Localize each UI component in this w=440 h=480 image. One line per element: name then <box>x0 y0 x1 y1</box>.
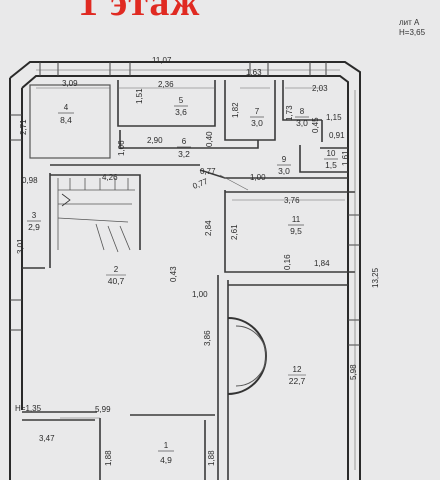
dim-label: 0,91 <box>329 131 345 140</box>
dim-label: 0,43 <box>169 266 178 282</box>
dim-label: 1,63 <box>246 68 262 77</box>
room-labels: 4 8,4 5 3,6 7 3,0 8 3,0 6 3,2 9 3,0 10 <box>27 96 338 465</box>
height-label: Н=3,65 <box>399 28 426 37</box>
dimension-lines <box>36 69 356 470</box>
dim-label: 1,88 <box>104 450 113 466</box>
dim-label: 0,77 <box>200 167 216 176</box>
dim-label: 1,82 <box>231 102 240 118</box>
dim-label: 1,00 <box>192 290 208 299</box>
dim-label: 3,47 <box>39 434 55 443</box>
room-12-number: 12 <box>293 365 302 374</box>
room-5-area: 3,6 <box>175 107 187 117</box>
dim-label: 1,00 <box>250 173 266 182</box>
room-11-number: 11 <box>292 215 301 224</box>
dim-label: 1,73 <box>285 105 294 121</box>
dim-label: 1,88 <box>207 450 216 466</box>
dim-label: 2,03 <box>312 84 328 93</box>
dim-label: 1,61 <box>341 150 350 166</box>
lit-label: лит А <box>399 18 420 27</box>
room-10-number: 10 <box>327 149 336 158</box>
window-marks <box>10 62 360 346</box>
room-8-number: 8 <box>300 107 305 116</box>
dim-label: 3,86 <box>203 330 212 346</box>
room-4-area: 8,4 <box>60 115 72 125</box>
room-2-area: 40,7 <box>108 276 125 286</box>
dim-label: 0,98 <box>22 176 38 185</box>
dim-label: 5,98 <box>349 364 358 380</box>
dim-label: 2,36 <box>158 80 174 89</box>
dim-label: 3,01 <box>16 238 25 254</box>
interior-walls <box>22 80 355 480</box>
room-11-area: 9,5 <box>290 226 302 236</box>
dim-label: 0,77 <box>191 176 209 190</box>
dim-label: 3,09 <box>62 79 78 88</box>
dim-label: 1,15 <box>326 113 342 122</box>
dim-label: 5,99 <box>95 405 111 414</box>
room-9-area: 3,0 <box>278 166 290 176</box>
dim-label: 0,40 <box>205 131 214 147</box>
room-7-area: 3,0 <box>251 118 263 128</box>
room-6-area: 3,2 <box>178 149 190 159</box>
dim-label: 1,06 <box>117 140 126 156</box>
room-3-number: 3 <box>32 211 37 220</box>
dim-label: 13,25 <box>371 267 380 288</box>
building-info: лит А Н=3,65 <box>399 18 425 38</box>
page-title: 1 этаж <box>78 0 201 24</box>
room-1-area: 4,9 <box>160 455 172 465</box>
dim-label: 2,84 <box>204 220 213 236</box>
dim-label: 11,07 <box>152 56 172 65</box>
room-8-area: 3,0 <box>296 118 308 128</box>
room-3-area: 2,9 <box>28 222 40 232</box>
dim-label: 1,51 <box>135 88 144 104</box>
dim-label: Н=1,35 <box>15 404 42 413</box>
room-6-number: 6 <box>182 137 187 146</box>
dim-label: 2,71 <box>19 119 28 135</box>
room-7-number: 7 <box>255 107 260 116</box>
room-4-number: 4 <box>64 103 69 112</box>
dim-label: 0,16 <box>283 254 292 270</box>
staircase <box>57 178 135 253</box>
room-2-number: 2 <box>114 265 119 274</box>
room-1-number: 1 <box>164 441 169 450</box>
room-5-number: 5 <box>179 96 184 105</box>
dim-label: 2,61 <box>230 224 239 240</box>
room-9-number: 9 <box>282 155 287 164</box>
dim-label: 1,84 <box>314 259 330 268</box>
dim-label: 2,90 <box>147 136 163 145</box>
dim-label: 0,45 <box>311 117 320 133</box>
dim-label: 4,26 <box>102 173 118 182</box>
room-10-area: 1,5 <box>325 160 337 170</box>
room-12-area: 22,7 <box>289 376 306 386</box>
bay-window-arc <box>227 317 267 395</box>
dim-label: 3,76 <box>284 196 300 205</box>
